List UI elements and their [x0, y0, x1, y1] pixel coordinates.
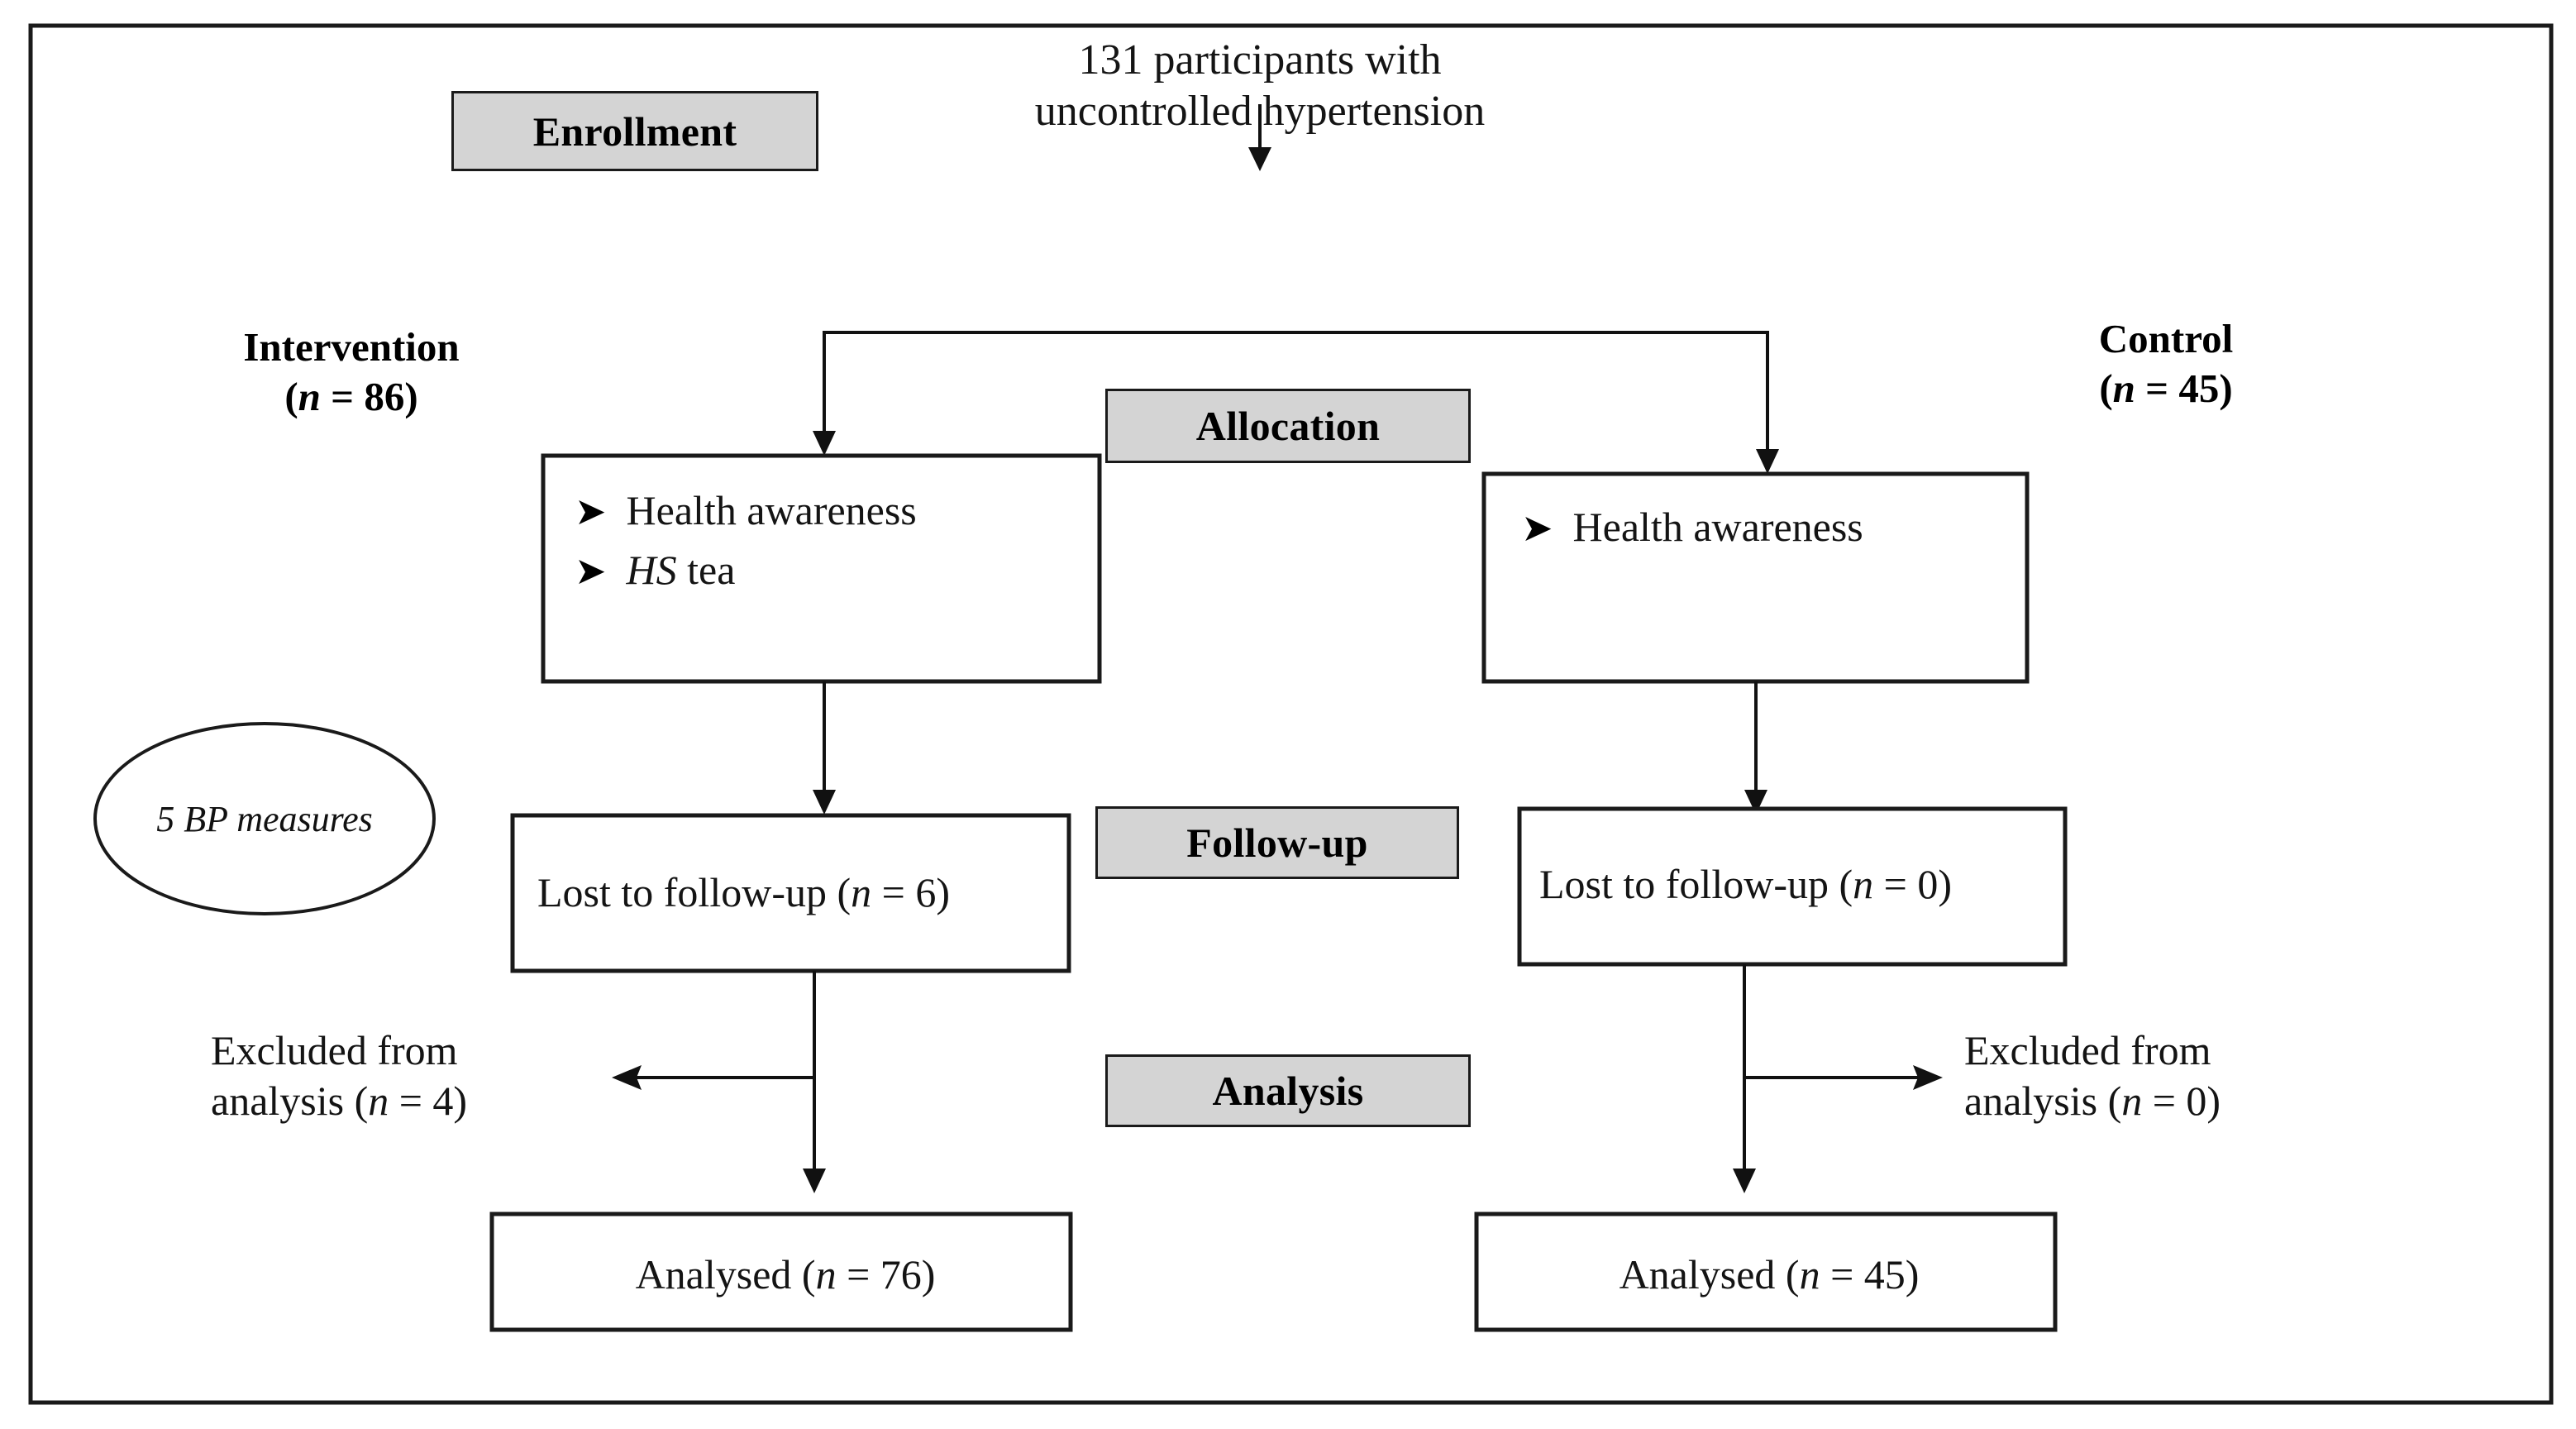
enrollment-participants-line2: uncontrolled hypertension	[1034, 88, 1486, 136]
italic-n: n	[851, 869, 872, 915]
arm-label-control-name: Control	[2098, 316, 2234, 361]
list-item: ➤ Health awareness	[1521, 503, 2017, 551]
list-item: ➤ HS tea	[575, 546, 1087, 594]
enrollment-participants-text: 131 participants with uncontrolled hyper…	[929, 35, 1591, 138]
box-intervention-lost-followup	[510, 813, 1071, 973]
arrowhead-allocation-right	[1756, 449, 1779, 474]
excluded-control-line2: analysis (n = 0)	[1964, 1076, 2345, 1126]
italic-n: n	[368, 1078, 389, 1124]
control-lost-followup-text: Lost to follow-up (n = 0)	[1539, 860, 2068, 908]
list-item-label: Health awareness	[626, 487, 917, 533]
analysed-value: = 45)	[1820, 1251, 1920, 1298]
lost-followup-value: = 0)	[1873, 861, 1952, 907]
italic-n: n	[1799, 1251, 1820, 1298]
analysed-label: Analysed (	[635, 1251, 816, 1298]
arrowhead-enrollment	[1248, 147, 1271, 171]
stage-label-allocation: Allocation	[1105, 389, 1471, 463]
box-control-analysed	[1474, 1212, 2058, 1332]
box-intervention-allocation	[541, 453, 1102, 684]
ellipse-bp-measures	[93, 722, 436, 915]
lost-followup-label: Lost to follow-up (	[537, 869, 852, 915]
excluded-control-line1: Excluded from	[1964, 1027, 2211, 1073]
italic-n: n	[298, 373, 321, 419]
list-item: ➤ Health awareness	[575, 486, 1087, 534]
stage-label-enrollment-text: Enrollment	[532, 108, 737, 155]
box-control-lost-followup	[1517, 806, 2068, 967]
excluded-control-line2-pre: analysis (	[1964, 1078, 2122, 1124]
arm-label-control-n: (n = 45)	[2099, 365, 2233, 411]
arrowhead-excluded-left	[612, 1065, 642, 1090]
figure-outer-frame	[28, 23, 2554, 1405]
arrowhead-analysed-right	[1733, 1169, 1756, 1193]
analysed-value: = 76)	[836, 1251, 936, 1298]
excluded-intervention-line2: analysis (n = 4)	[211, 1076, 566, 1126]
arrowhead-excluded-right	[1913, 1065, 1943, 1090]
stage-label-followup: Follow-up	[1095, 806, 1459, 879]
hs-italic: HS	[626, 547, 677, 593]
intervention-lost-followup-text: Lost to follow-up (n = 6)	[537, 868, 1066, 916]
stage-label-followup-text: Follow-up	[1186, 820, 1368, 866]
stage-label-allocation-text: Allocation	[1195, 403, 1381, 449]
excluded-intervention-line2-post: = 4)	[389, 1078, 468, 1124]
list-item-label: Health awareness	[1572, 504, 1863, 550]
arrowhead-allocation-left	[813, 431, 836, 456]
intervention-allocation-content: ➤ Health awareness ➤ HS tea	[575, 486, 1087, 594]
italic-n: n	[2112, 365, 2135, 411]
arm-label-intervention-n: (n = 86)	[284, 373, 418, 419]
italic-n: n	[1853, 861, 1874, 907]
excluded-control-line2-post: = 0)	[2142, 1078, 2221, 1124]
arm-label-intervention-n-value: = 86)	[320, 373, 418, 419]
box-intervention-analysed	[489, 1212, 1073, 1332]
box-control-allocation	[1481, 471, 2030, 684]
control-analysed-text: Analysed (n = 45)	[1480, 1250, 2058, 1298]
arm-label-intervention: Intervention (n = 86)	[161, 323, 541, 422]
lost-followup-label: Lost to follow-up (	[1539, 861, 1853, 907]
intervention-analysed-text: Analysed (n = 76)	[496, 1250, 1075, 1298]
analysed-label: Analysed (	[1619, 1251, 1800, 1298]
italic-n: n	[2121, 1078, 2143, 1124]
arrowhead-followup-right	[1744, 790, 1767, 815]
bp-measures-annotation-text: 5 BP measures	[116, 786, 413, 852]
stage-label-enrollment: Enrollment	[451, 91, 818, 171]
excluded-intervention-note: Excluded from analysis (n = 4)	[211, 1025, 566, 1126]
tea-plain: tea	[676, 547, 736, 593]
arrowhead-followup-left	[813, 790, 836, 815]
lost-followup-value: = 6)	[871, 869, 950, 915]
arrowhead-analysed-left	[803, 1169, 826, 1193]
arrow-bullet-icon: ➤	[575, 490, 607, 533]
bp-measures-label: 5 BP measures	[156, 798, 373, 839]
excluded-intervention-line2-pre: analysis (	[211, 1078, 369, 1124]
stage-label-analysis: Analysis	[1105, 1054, 1471, 1127]
excluded-control-note: Excluded from analysis (n = 0)	[1964, 1025, 2345, 1126]
arm-label-intervention-name: Intervention	[243, 324, 460, 370]
excluded-intervention-line1: Excluded from	[211, 1027, 458, 1073]
arm-label-control-n-value: = 45)	[2135, 365, 2233, 411]
italic-n: n	[815, 1251, 837, 1298]
stage-label-analysis-text: Analysis	[1212, 1068, 1364, 1114]
list-item-label: HS tea	[627, 546, 736, 594]
arm-label-control: Control (n = 45)	[1976, 314, 2356, 413]
enrollment-participants-line1: 131 participants with	[1078, 36, 1442, 84]
arrow-bullet-icon: ➤	[1521, 507, 1553, 549]
control-allocation-content: ➤ Health awareness	[1521, 503, 2017, 551]
arrow-bullet-icon: ➤	[575, 550, 607, 592]
